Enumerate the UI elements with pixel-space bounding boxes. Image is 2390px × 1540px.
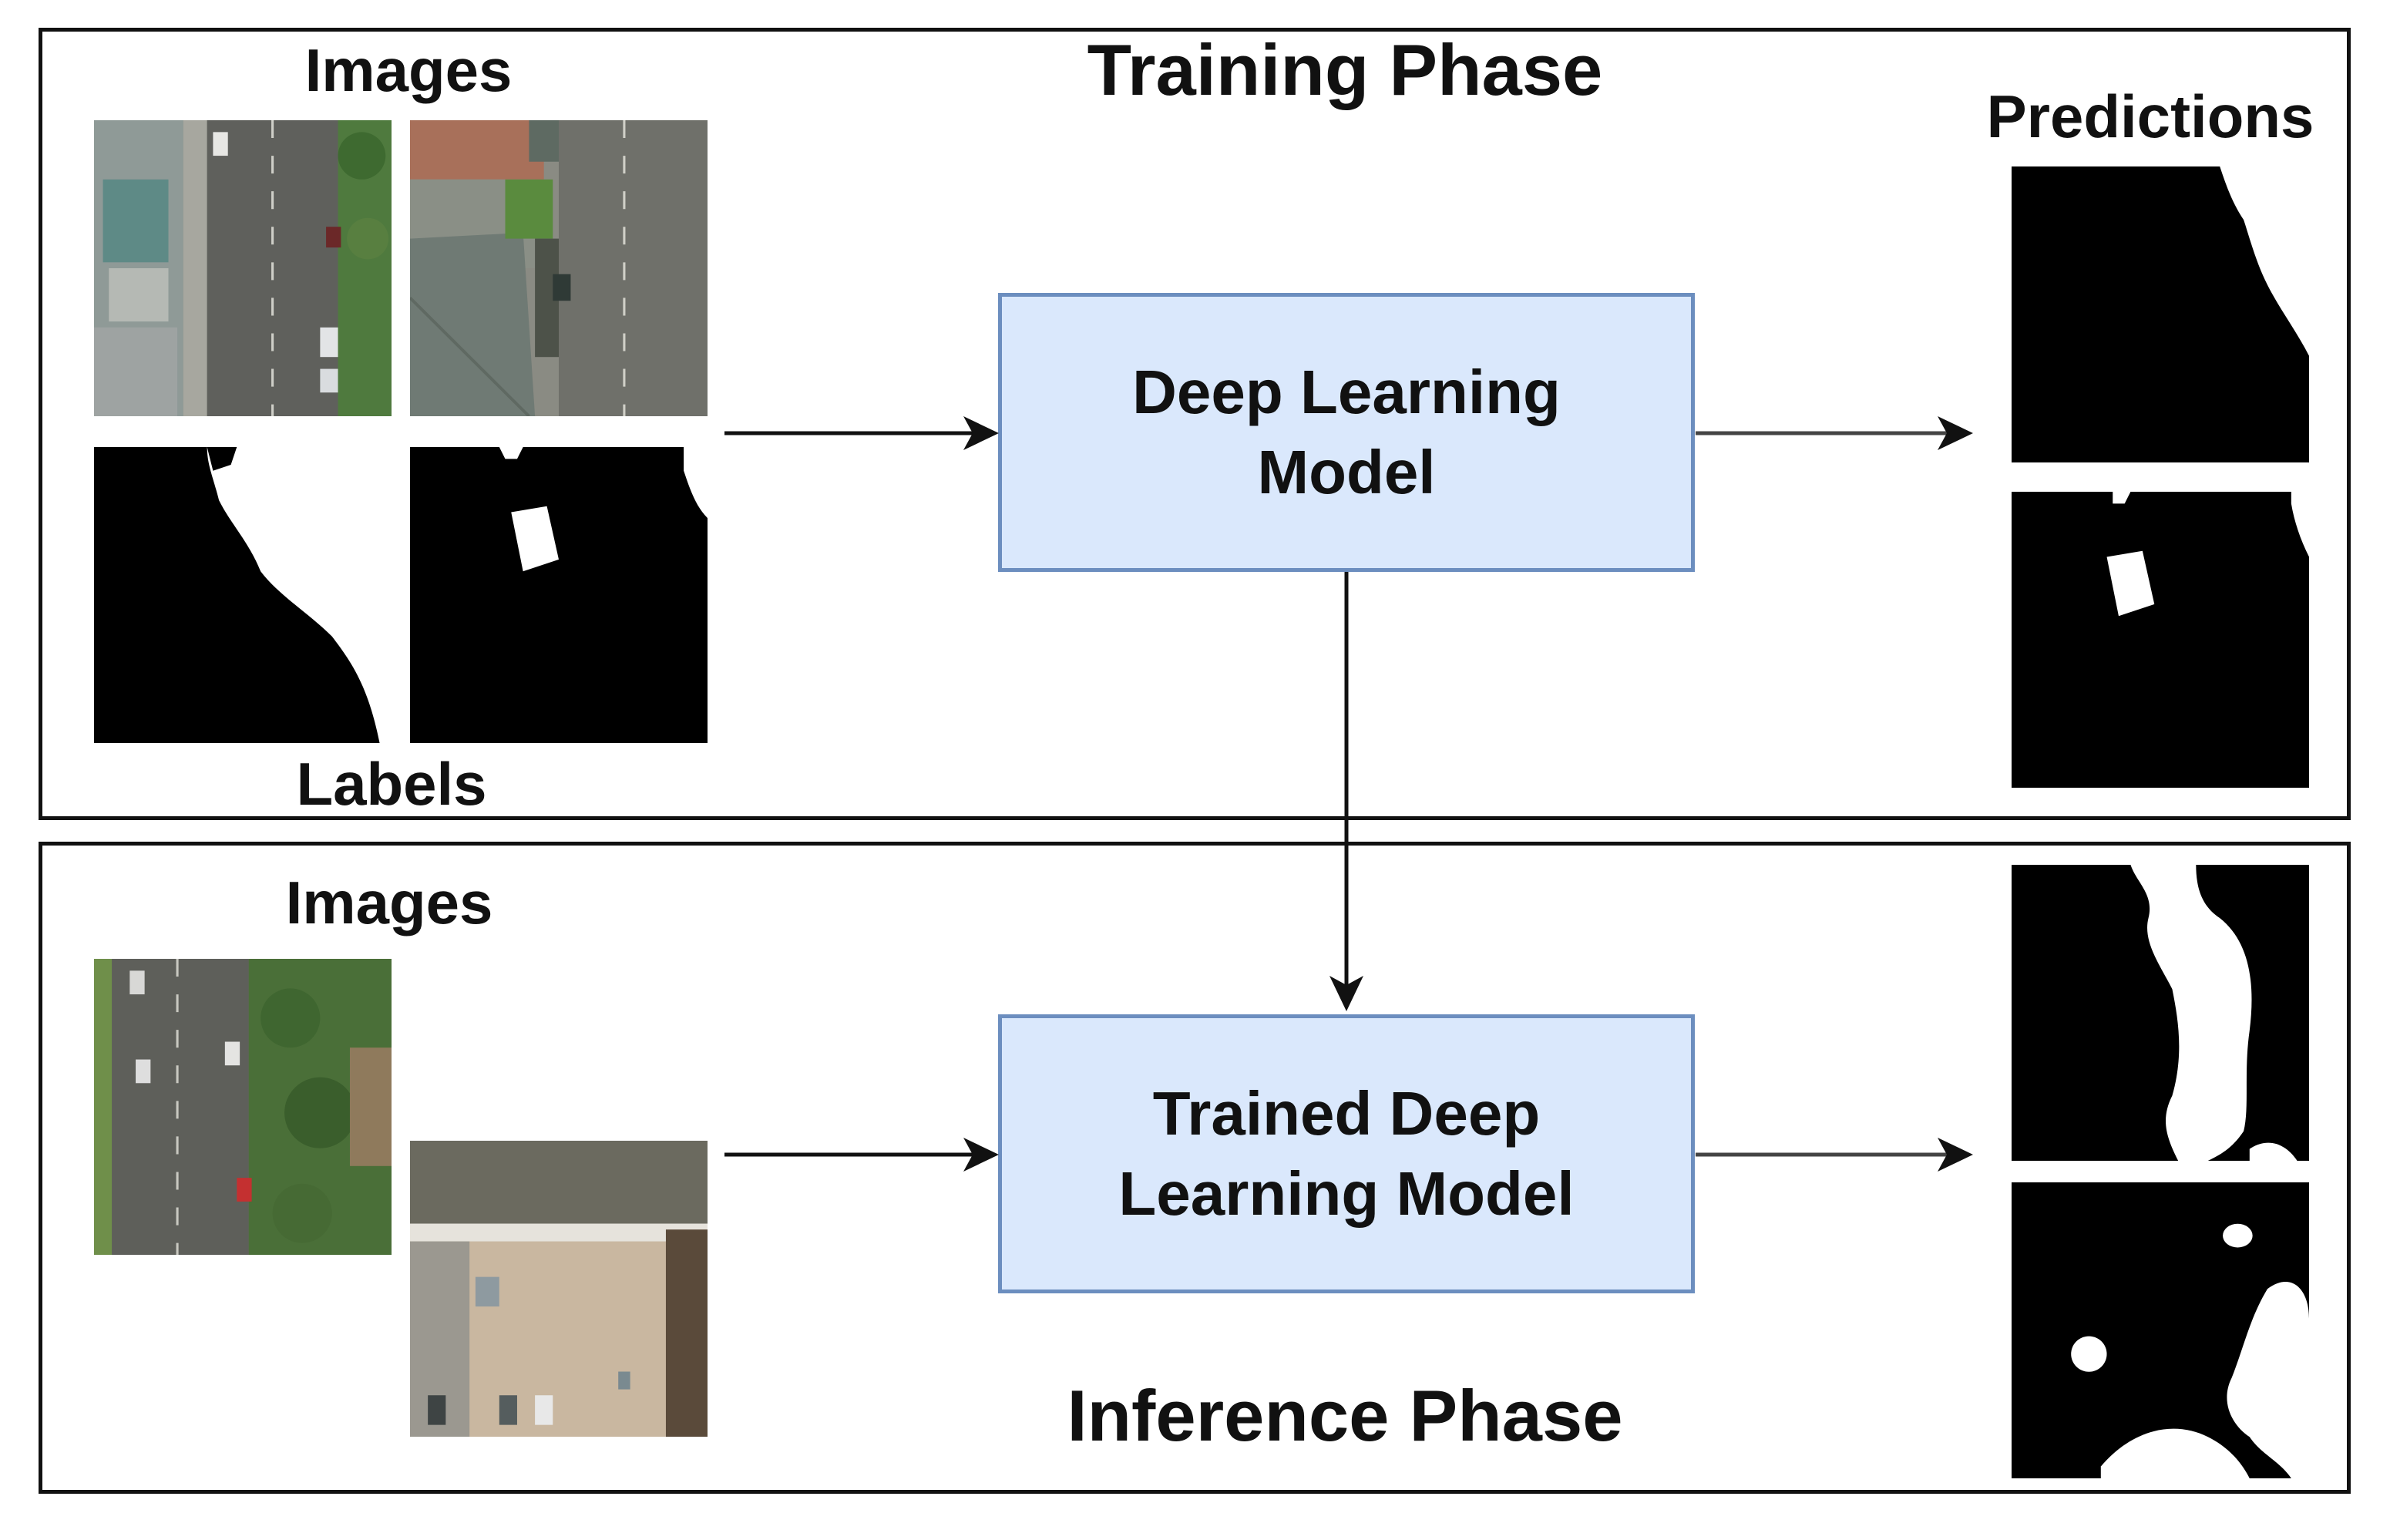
inference-prediction-mask-2 — [2012, 1182, 2309, 1478]
model-label-line2: Model — [1257, 438, 1436, 506]
training-aerial-image-1 — [94, 120, 392, 416]
trained-model-box: Trained Deep Learning Model — [998, 1014, 1695, 1293]
inference-aerial-image-1 — [94, 959, 392, 1255]
predictions-label: Predictions — [1986, 82, 2314, 150]
inference-images-label: Images — [285, 869, 493, 936]
training-label-mask-1 — [94, 447, 392, 743]
arrowhead-2 — [1938, 416, 1973, 450]
inference-phase-title: Inference Phase — [1067, 1375, 1623, 1456]
deep-learning-model-box: Deep Learning Model — [998, 293, 1695, 572]
training-phase-title: Training Phase — [1087, 29, 1603, 110]
training-aerial-image-2 — [410, 120, 708, 416]
trained-model-label-line1: Trained Deep — [1152, 1079, 1541, 1148]
training-phase-panel — [39, 28, 2351, 820]
inference-aerial-image-2 — [410, 1141, 708, 1437]
inference-phase-panel — [39, 842, 2351, 1494]
arrowhead-5 — [1938, 1138, 1973, 1172]
training-prediction-mask-1 — [2012, 166, 2309, 462]
inference-prediction-mask-1 — [2012, 865, 2309, 1161]
model-label-line1: Deep Learning — [1132, 358, 1561, 426]
training-label-mask-2 — [410, 447, 708, 743]
arrowhead-3 — [1329, 976, 1363, 1011]
trained-model-label-line2: Learning Model — [1118, 1159, 1575, 1228]
labels-label: Labels — [296, 750, 487, 818]
training-images-label: Images — [304, 36, 513, 104]
arrowhead-4 — [963, 1138, 999, 1172]
arrowhead-1 — [963, 416, 999, 450]
training-prediction-mask-2 — [2012, 492, 2309, 788]
